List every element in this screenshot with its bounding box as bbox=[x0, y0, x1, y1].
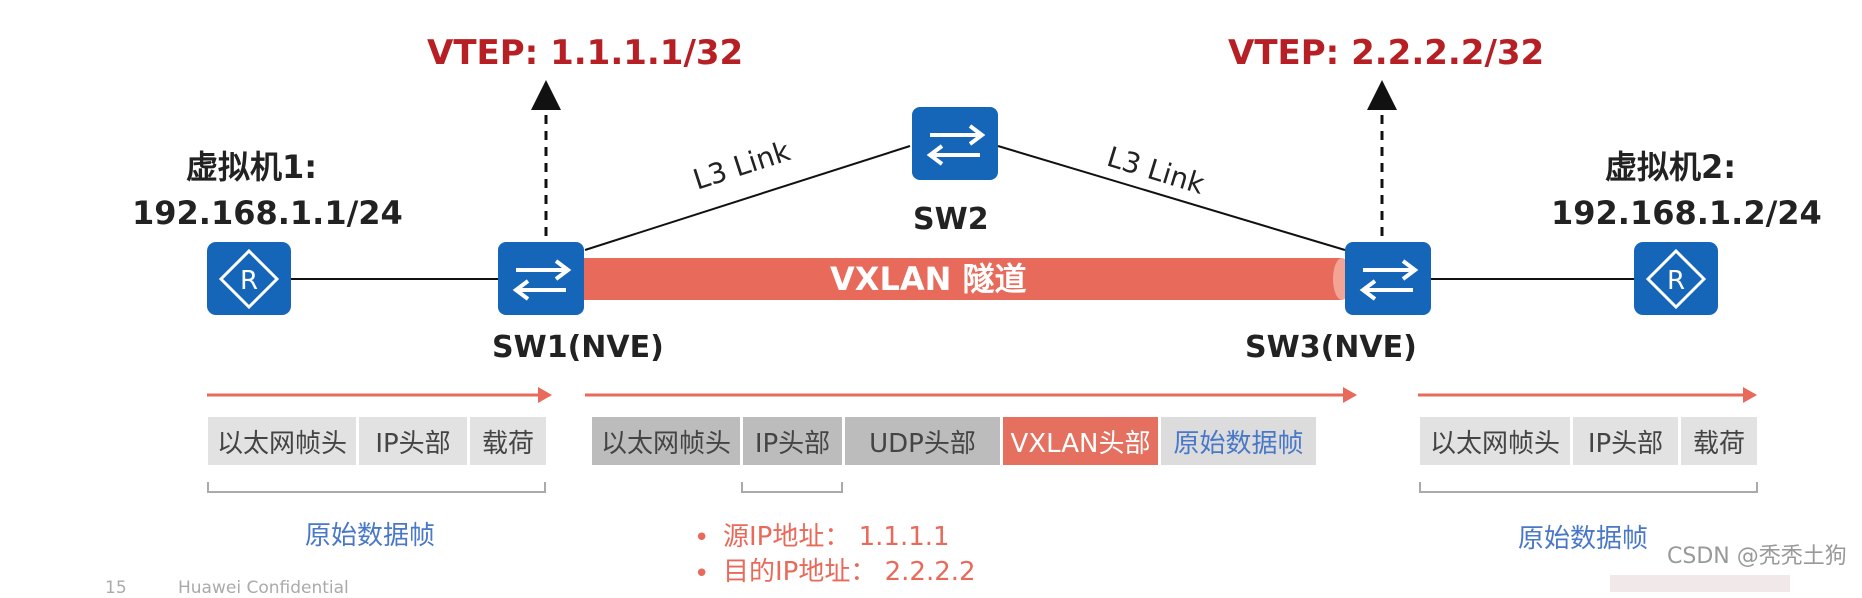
router-icon: R bbox=[1634, 242, 1718, 315]
frame-left-ip: IP头部 bbox=[359, 417, 467, 465]
frame-left-payload: 载荷 bbox=[470, 417, 546, 465]
switch-icon bbox=[912, 107, 998, 180]
vm1-ip: 192.168.1.1/24 bbox=[132, 194, 403, 232]
vm1-name: 虚拟机1: bbox=[186, 148, 318, 186]
sw1-label: SW1(NVE) bbox=[492, 330, 664, 365]
bracket-ip bbox=[741, 482, 843, 493]
vxlan-tunnel-bar bbox=[572, 258, 1342, 300]
switch-icon bbox=[1345, 242, 1431, 315]
svg-text:R: R bbox=[1667, 266, 1685, 296]
frame-left-eth: 以太网帧头 bbox=[208, 417, 356, 465]
src-ip-note: 源IP地址： 1.1.1.1 bbox=[723, 522, 950, 552]
sw2-label: SW2 bbox=[913, 202, 989, 237]
frame-mid-eth: 以太网帧头 bbox=[592, 417, 740, 465]
footer-text: Huawei Confidential bbox=[178, 578, 349, 598]
frame-right-payload: 载荷 bbox=[1681, 417, 1757, 465]
l3-link-right-line bbox=[997, 145, 1346, 251]
dst-ip-note: 目的IP地址： 2.2.2.2 bbox=[723, 557, 976, 587]
bracket-right bbox=[1419, 482, 1758, 493]
vm2-ip: 192.168.1.2/24 bbox=[1551, 194, 1822, 232]
vm2-name: 虚拟机2: bbox=[1605, 148, 1737, 186]
l3-link-left-line bbox=[584, 145, 911, 251]
frame-mid-vxlan: VXLAN头部 bbox=[1003, 417, 1158, 465]
note-bullet-dst: • bbox=[694, 559, 710, 589]
frame-mid-ip: IP头部 bbox=[743, 417, 842, 465]
sw3-label: SW3(NVE) bbox=[1245, 330, 1417, 365]
note-bullet-src: • bbox=[694, 523, 710, 553]
svg-text:R: R bbox=[240, 266, 258, 296]
frame-right-label: 原始数据帧 bbox=[1518, 524, 1649, 554]
frame-mid-udp: UDP头部 bbox=[845, 417, 1000, 465]
vxlan-tunnel-label: VXLAN 隧道 bbox=[830, 260, 1027, 298]
router-icon: R bbox=[207, 242, 291, 315]
frame-right-ip: IP头部 bbox=[1573, 417, 1678, 465]
switch-icon bbox=[498, 242, 584, 315]
bracket-left bbox=[207, 482, 546, 493]
watermark: CSDN @秃秃土狗 bbox=[1667, 544, 1847, 569]
frame-left-label: 原始数据帧 bbox=[305, 521, 436, 551]
frame-right-eth: 以太网帧头 bbox=[1420, 417, 1570, 465]
vtep-left-label: VTEP: 1.1.1.1/32 bbox=[427, 33, 744, 73]
frame-mid-original: 原始数据帧 bbox=[1161, 417, 1316, 465]
vtep-right-label: VTEP: 2.2.2.2/32 bbox=[1228, 33, 1545, 73]
footer-page-number: 15 bbox=[105, 578, 127, 598]
